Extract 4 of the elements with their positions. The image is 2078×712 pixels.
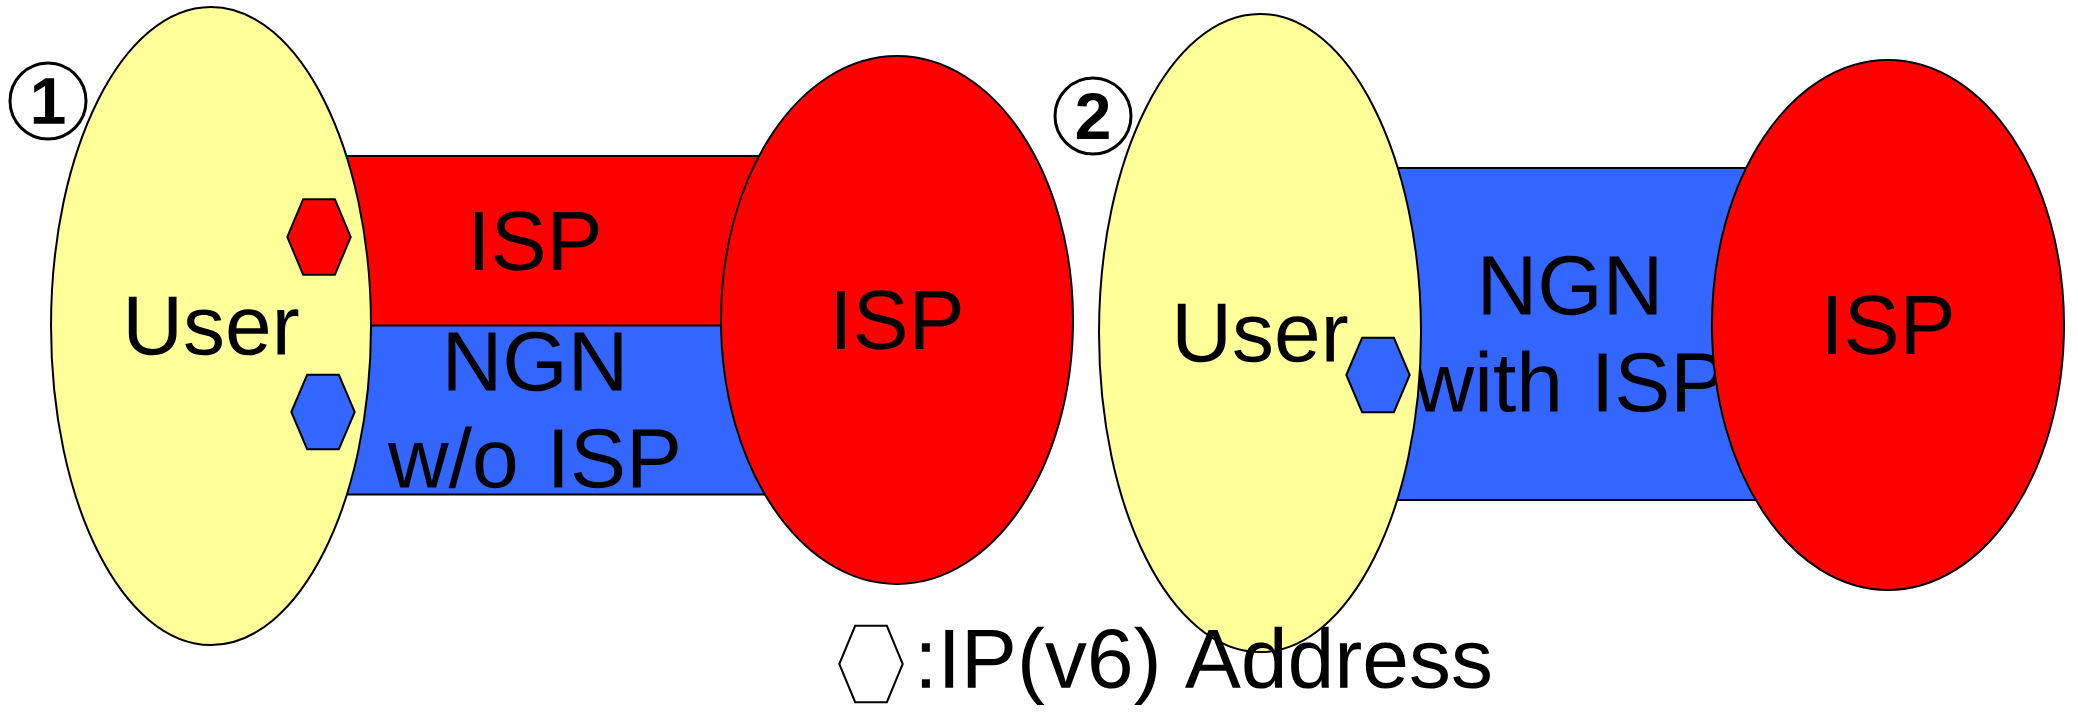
address-hexagon	[290, 373, 356, 451]
circled-number: 1	[8, 61, 88, 141]
circled-number: 2	[1053, 76, 1133, 156]
address-hexagon	[286, 198, 352, 276]
